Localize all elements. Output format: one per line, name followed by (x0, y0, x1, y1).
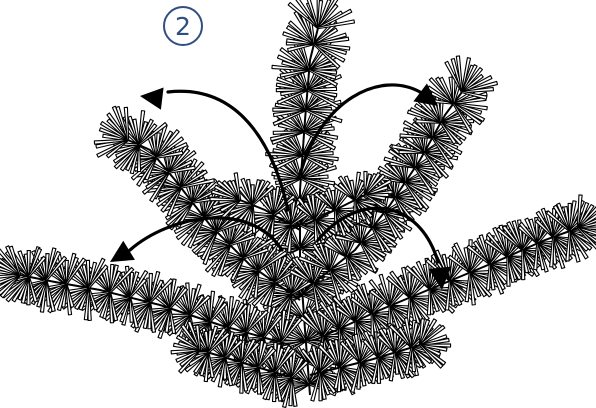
needle-tuft (419, 319, 450, 368)
